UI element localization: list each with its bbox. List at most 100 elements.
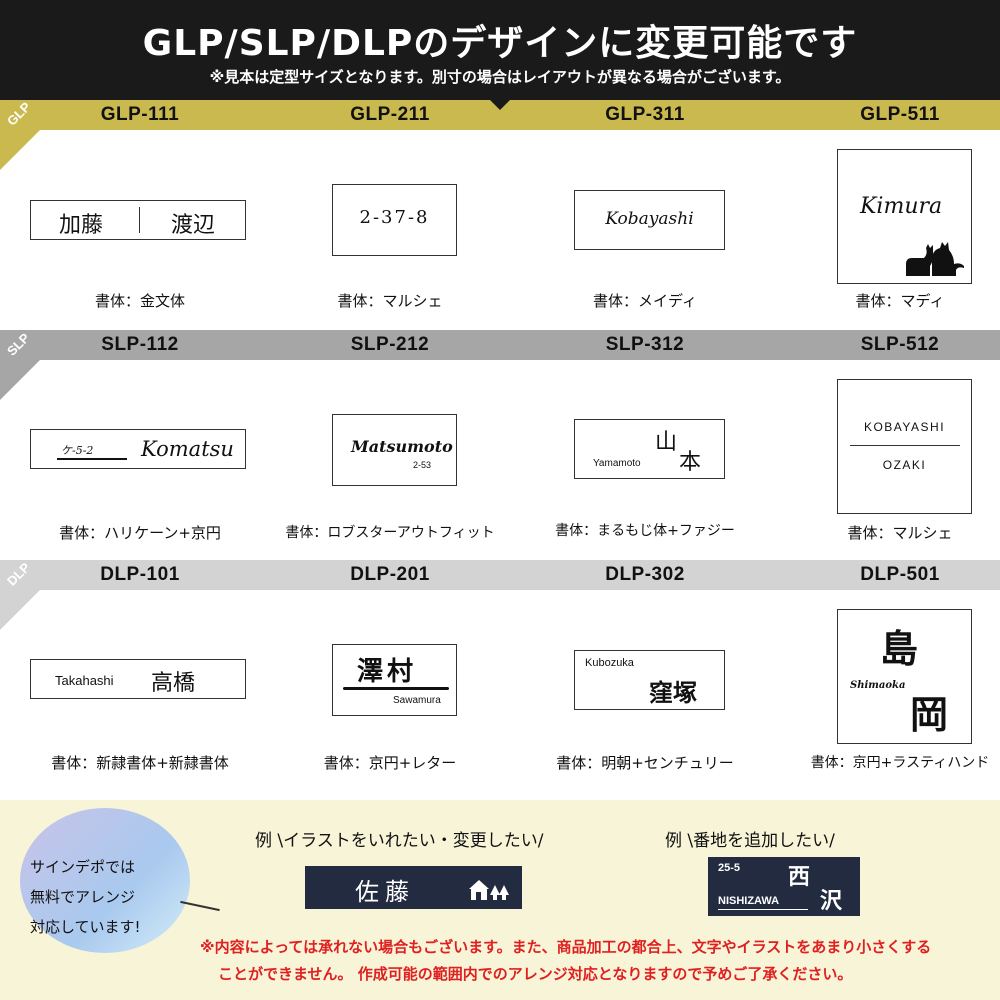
sample-plate: Kubozuka 窪塚 bbox=[574, 650, 725, 710]
sample-romaji: Yamamoto bbox=[593, 458, 641, 469]
sample-plate: 加藤 渡辺 bbox=[30, 200, 246, 240]
sample-kanji: 高橋 bbox=[151, 671, 196, 696]
sample-right-name: 渡辺 bbox=[171, 213, 216, 238]
speech-bubble-text: サインデポでは 無料でアレンジ 対応しています! bbox=[30, 818, 185, 948]
header-note: ※見本は定型サイズとなります。別寸の場合はレイアウトが異なる場合がございます。 bbox=[209, 68, 791, 86]
sample-plate: Takahashi 高橋 bbox=[30, 659, 246, 699]
product-dlp-201[interactable]: DLP-201 澤村 Sawamura 書体：京円+レター bbox=[265, 560, 515, 790]
sample-top-name: KOBAYASHI bbox=[863, 420, 946, 434]
product-code: DLP-201 bbox=[350, 564, 430, 585]
sample-kanji-1: 山 bbox=[655, 430, 678, 455]
product-slp-512[interactable]: SLP-512 KOBAYASHI OZAKI 書体：マルシェ bbox=[775, 330, 1000, 560]
dlp-band bbox=[0, 560, 1000, 590]
font-label: 書体：ロブスターアウトフィット bbox=[285, 525, 495, 541]
font-label: 書体：京円+レター bbox=[323, 754, 457, 772]
divider bbox=[139, 207, 140, 233]
product-code: GLP-111 bbox=[100, 104, 180, 125]
example-2-address: 25-5 bbox=[718, 862, 741, 874]
example-1-title: 例 \イラストをいれたい・変更したい/ bbox=[255, 831, 544, 851]
sample-kanji: 窪塚 bbox=[649, 678, 697, 707]
product-code: GLP-211 bbox=[350, 104, 430, 125]
sample-plate: Kobayashi bbox=[574, 190, 725, 250]
caution-line-1: ※内容によっては承れない場合もございます。また、商品加工の都合上、文字やイラスト… bbox=[200, 938, 932, 956]
house-trees-icon bbox=[469, 880, 509, 900]
product-code: DLP-101 bbox=[100, 564, 180, 585]
section-slp: SLP SLP-112 ケ-5-2 Komatsu 書体：ハリケーン+京円 SL… bbox=[0, 330, 1000, 560]
product-code: SLP-212 bbox=[350, 334, 430, 355]
example-2-romaji: NISHIZAWA bbox=[718, 895, 780, 907]
bubble-line-3: 対応しています! bbox=[30, 918, 141, 936]
sample-bottom-name: OZAKI bbox=[882, 458, 927, 472]
section-glp: GLP GLP-111 加藤 渡辺 書体：金文体 GLP-211 2-37-8 … bbox=[0, 99, 1000, 330]
font-label: 書体：金文体 bbox=[94, 292, 185, 310]
divider bbox=[718, 909, 808, 910]
sample-plate: ケ-5-2 Komatsu bbox=[30, 429, 246, 469]
sample-romaji: Sawamura bbox=[393, 695, 441, 706]
sample-plate: Yamamoto 山 本 bbox=[574, 419, 725, 479]
product-code: GLP-311 bbox=[605, 104, 685, 125]
product-dlp-501[interactable]: DLP-501 島 Shimaoka 岡 書体：京円+ラスティハンド bbox=[775, 560, 1000, 790]
example-2-title: 例 \番地を追加したい/ bbox=[665, 831, 835, 851]
product-code: SLP-312 bbox=[605, 334, 685, 355]
sample-name: Kimura bbox=[860, 194, 943, 219]
brush-underline bbox=[57, 458, 127, 460]
font-label: 書体：マルシェ bbox=[337, 292, 443, 310]
font-label: 書体：マディ bbox=[855, 292, 945, 310]
sample-kanji-2: 本 bbox=[679, 450, 702, 475]
divider bbox=[850, 445, 960, 446]
product-code: SLP-512 bbox=[860, 334, 940, 355]
sample-kanji: 澤村 bbox=[357, 657, 418, 687]
sample-address: 2-53 bbox=[413, 460, 432, 470]
sample-plate: Matsumoto 2-53 bbox=[332, 414, 457, 486]
example-2-kanji-1: 西 bbox=[788, 864, 811, 890]
product-glp-511[interactable]: GLP-511 Kimura 書体：マディ bbox=[775, 100, 1000, 330]
slp-band bbox=[0, 330, 1000, 360]
font-label: 書体：京円+ラスティハンド bbox=[810, 755, 990, 771]
product-dlp-101[interactable]: DLP-101 Takahashi 高橋 書体：新隷書体+新隷書体 bbox=[15, 560, 265, 790]
brush-underline bbox=[343, 687, 449, 690]
bubble-line-2: 無料でアレンジ bbox=[30, 888, 136, 906]
font-label: 書体：マルシェ bbox=[847, 524, 953, 542]
caution-line-2: ことができません。 作成可能の範囲内でのアレンジ対応となりますので予めご了承くだ… bbox=[218, 965, 853, 983]
sample-address: 2-37-8 bbox=[359, 207, 430, 228]
example-1-name: 佐藤 bbox=[355, 878, 415, 906]
sample-kanji-1: 島 bbox=[880, 626, 919, 671]
slp-corner bbox=[0, 330, 70, 400]
font-label: 書体：まるもじ体+ファジー bbox=[555, 523, 735, 539]
product-code: DLP-302 bbox=[605, 564, 685, 585]
sample-name: Matsumoto bbox=[351, 437, 453, 456]
sample-left-name: 加藤 bbox=[59, 213, 104, 238]
product-slp-312[interactable]: SLP-312 Yamamoto 山 本 書体：まるもじ体+ファジー bbox=[520, 330, 770, 560]
glp-corner bbox=[0, 100, 70, 170]
product-slp-112[interactable]: SLP-112 ケ-5-2 Komatsu 書体：ハリケーン+京円 bbox=[15, 330, 265, 560]
sample-address: ケ-5-2 bbox=[61, 444, 94, 457]
sample-plate: 2-37-8 bbox=[332, 184, 457, 256]
product-slp-212[interactable]: SLP-212 Matsumoto 2-53 書体：ロブスターアウトフィット bbox=[265, 330, 515, 560]
product-code: GLP-511 bbox=[860, 104, 940, 125]
product-glp-311[interactable]: GLP-311 Kobayashi 書体：メイディ bbox=[520, 100, 770, 330]
speech-bubble bbox=[20, 808, 190, 953]
product-glp-211[interactable]: GLP-211 2-37-8 書体：マルシェ bbox=[265, 100, 515, 330]
header-banner: GLP/SLP/DLPのデザインに変更可能です ※見本は定型サイズとなります。別… bbox=[0, 0, 1000, 100]
bubble-line-1: サインデポでは bbox=[30, 858, 136, 876]
sample-romaji: Kubozuka bbox=[585, 657, 634, 669]
font-label: 書体：新隷書体+新隷書体 bbox=[51, 754, 229, 772]
product-glp-111[interactable]: GLP-111 加藤 渡辺 書体：金文体 bbox=[15, 100, 265, 330]
product-code: DLP-501 bbox=[860, 564, 940, 585]
product-dlp-302[interactable]: DLP-302 Kubozuka 窪塚 書体：明朝+センチュリー bbox=[520, 560, 770, 790]
sample-plate: KOBAYASHI OZAKI bbox=[837, 379, 972, 514]
sample-name: Komatsu bbox=[141, 437, 234, 461]
sample-plate: Kimura bbox=[837, 149, 972, 284]
example-1-plate: 佐藤 bbox=[305, 866, 522, 909]
section-dlp: DLP DLP-101 Takahashi 高橋 書体：新隷書体+新隷書体 DL… bbox=[0, 560, 1000, 790]
font-label: 書体：メイディ bbox=[593, 292, 697, 310]
header-arrow-icon bbox=[490, 100, 510, 110]
example-2-plate: 25-5 西 NISHIZAWA 沢 bbox=[708, 857, 860, 916]
example-2-kanji-2: 沢 bbox=[820, 888, 843, 914]
font-label: 書体：ハリケーン+京円 bbox=[59, 524, 221, 542]
sample-romaji: Shimaoka bbox=[850, 680, 906, 691]
page-title: GLP/SLP/DLPのデザインに変更可能です bbox=[142, 23, 858, 64]
sample-plate: 澤村 Sawamura bbox=[332, 644, 457, 716]
sample-romaji: Takahashi bbox=[55, 673, 114, 688]
sample-kanji-2: 岡 bbox=[910, 692, 949, 737]
